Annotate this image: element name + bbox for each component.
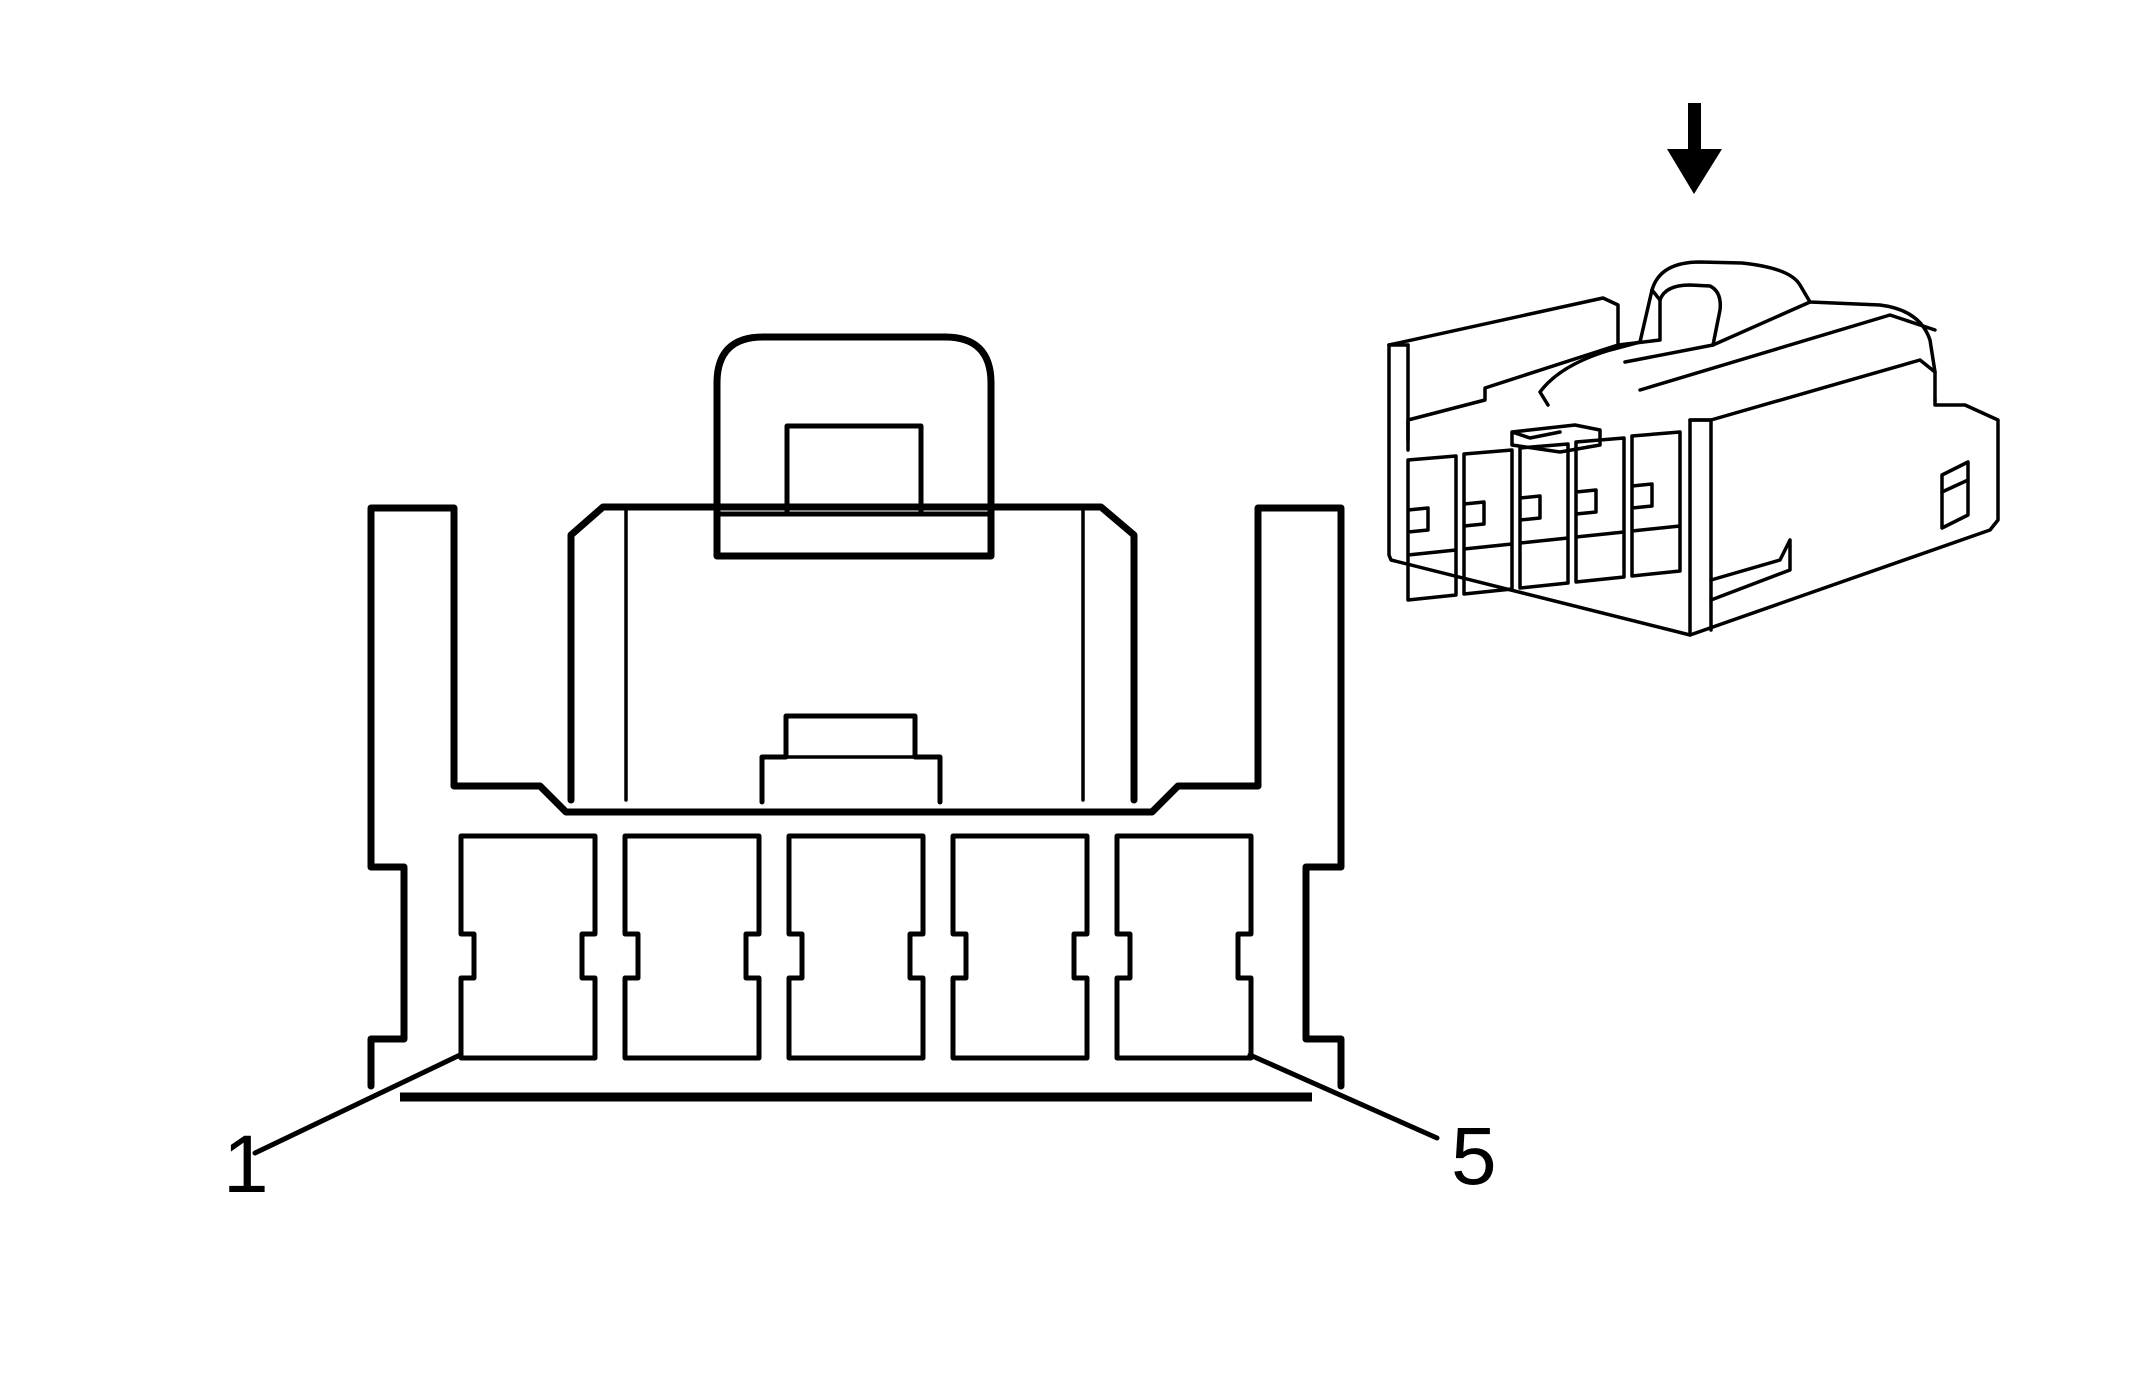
pin-1-label: 1 bbox=[223, 1119, 269, 1210]
down-arrow-icon bbox=[1667, 103, 1722, 194]
iso-latch-slot bbox=[1616, 283, 1723, 364]
iso-lower-ledge bbox=[1709, 538, 1792, 602]
pin-5-label: 5 bbox=[1451, 1111, 1497, 1202]
iso-side-window bbox=[1940, 460, 1970, 530]
pin-5-leader bbox=[1247, 1052, 1440, 1141]
terminal-cavity-2 bbox=[622, 833, 762, 1061]
iso-housing-outline bbox=[1387, 343, 2000, 637]
iso-top-tab bbox=[1510, 423, 1602, 454]
iso-cavity-1 bbox=[1406, 454, 1458, 602]
lock-body bbox=[567, 503, 1138, 804]
connector-isometric-view bbox=[1387, 103, 2000, 637]
iso-cavity-4 bbox=[1574, 436, 1626, 584]
iso-cavity-5 bbox=[1630, 430, 1682, 578]
latch-window bbox=[784, 423, 924, 517]
latch-hood bbox=[713, 333, 995, 560]
terminal-cavity-5 bbox=[1114, 833, 1254, 1061]
iso-side-window-edge bbox=[1940, 478, 1970, 494]
connector-front-view: 1 5 bbox=[223, 333, 1497, 1210]
connector-housing-outline bbox=[367, 504, 1345, 1090]
iso-left-wall bbox=[1387, 296, 1620, 452]
terminal-cavity-4 bbox=[950, 833, 1090, 1061]
terminal-cavities bbox=[458, 833, 1254, 1061]
iso-latch-arm bbox=[1538, 260, 1937, 407]
iso-cavity-2 bbox=[1462, 448, 1514, 596]
iso-cavity-3 bbox=[1518, 442, 1570, 590]
pin-1-leader bbox=[252, 1052, 463, 1156]
lock-notch bbox=[759, 713, 943, 805]
iso-latch-ramp bbox=[1638, 300, 1937, 392]
terminal-cavity-3 bbox=[786, 833, 926, 1061]
iso-latch-edge bbox=[1650, 288, 1662, 302]
terminal-cavity-1 bbox=[458, 833, 598, 1061]
iso-cavities bbox=[1406, 430, 1682, 602]
